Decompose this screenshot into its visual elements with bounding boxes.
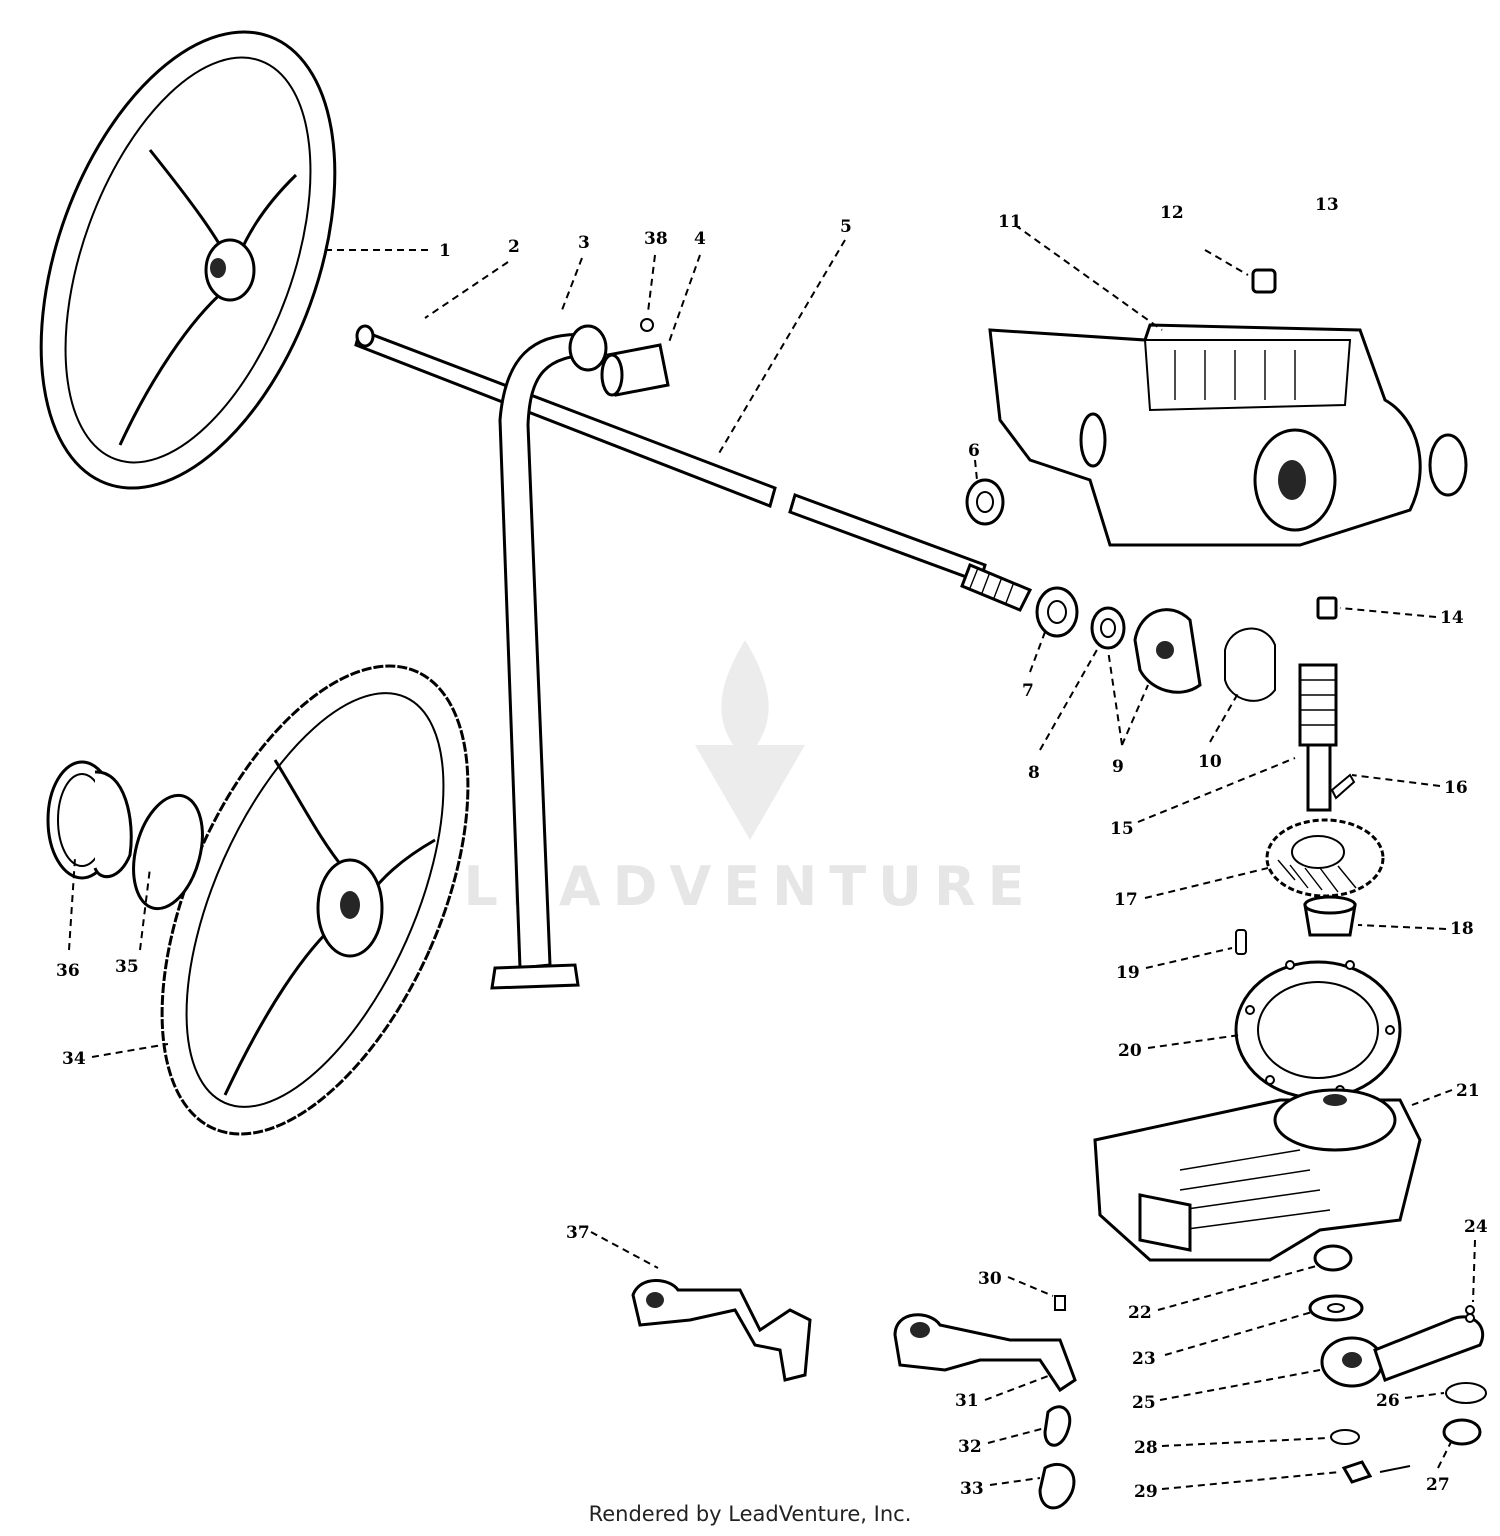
small-hardware-right (1330, 1382, 1487, 1484)
steering-wheel-upper (39, 30, 337, 490)
watermark-text: LEADVENTURE (464, 855, 1037, 918)
lower-housing (1093, 1088, 1422, 1262)
steering-shaft (354, 324, 1033, 612)
callout-32: 32 (958, 1437, 982, 1457)
washers-upper (965, 478, 1126, 650)
bearing-cover-and-gasket (1133, 608, 1276, 702)
sector-gear (1265, 818, 1385, 898)
callout-29: 29 (1134, 1482, 1158, 1502)
callout-19: 19 (1116, 963, 1140, 983)
sector-shaft (1298, 663, 1356, 812)
callout-38: 38 (644, 229, 668, 249)
callout-1: 1 (439, 241, 451, 261)
grease-fitting-30 (1054, 1295, 1066, 1311)
steering-column (490, 324, 608, 990)
callout-36: 36 (56, 961, 80, 981)
watermark: LEADVENTURE (464, 640, 1037, 918)
steering-arm-31 (893, 1313, 1077, 1393)
callout-labels: 1 2 3 38 4 5 11 12 13 6 14 7 8 9 10 16 1… (56, 195, 1488, 1502)
callout-5: 5 (840, 217, 852, 237)
column-bushing (600, 318, 670, 397)
callout-7: 7 (1022, 681, 1034, 701)
callout-13: 13 (1315, 195, 1339, 215)
callout-10: 10 (1198, 752, 1222, 772)
plates-32-33 (1038, 1405, 1076, 1510)
callout-27: 27 (1426, 1475, 1450, 1495)
callout-12: 12 (1160, 203, 1184, 223)
callout-3: 3 (578, 233, 590, 253)
callout-4: 4 (694, 229, 706, 249)
callout-35: 35 (115, 957, 139, 977)
callout-17: 17 (1114, 890, 1138, 910)
washers-lower (1308, 1244, 1364, 1322)
fill-plug (1251, 268, 1277, 294)
callout-26: 26 (1376, 1391, 1400, 1411)
callout-11: 11 (998, 212, 1022, 232)
callout-25: 25 (1132, 1393, 1156, 1413)
key-14 (1316, 596, 1338, 620)
callout-20: 20 (1118, 1041, 1142, 1061)
callout-16: 16 (1444, 778, 1468, 798)
callout-21: 21 (1456, 1081, 1480, 1101)
callout-33: 33 (960, 1479, 984, 1499)
callout-22: 22 (1128, 1303, 1152, 1323)
steering-wheel-lower (160, 664, 470, 1136)
callout-34: 34 (62, 1049, 86, 1069)
footer-credit: Rendered by LeadVenture, Inc. (588, 1502, 912, 1526)
callout-9: 9 (1112, 757, 1124, 777)
center-cap-36 (46, 760, 133, 880)
fitting-24 (1465, 1305, 1475, 1315)
callout-30: 30 (978, 1269, 1002, 1289)
callout-6: 6 (968, 441, 980, 461)
steering-arm-37 (631, 1279, 812, 1382)
bushing-18 (1303, 895, 1357, 937)
callout-28: 28 (1134, 1438, 1158, 1458)
retainer-ring-35 (132, 793, 204, 911)
callout-8: 8 (1028, 763, 1040, 783)
pin-19 (1235, 929, 1247, 955)
callout-23: 23 (1132, 1349, 1156, 1369)
callout-31: 31 (955, 1391, 979, 1411)
pitman-arm (1320, 1313, 1485, 1388)
steering-gear-housing (988, 323, 1468, 547)
callout-15: 15 (1110, 819, 1134, 839)
callout-14: 14 (1440, 608, 1464, 628)
callout-37: 37 (566, 1223, 590, 1243)
callout-24: 24 (1464, 1217, 1488, 1237)
leader-lines (68, 224, 1476, 1490)
callout-2: 2 (508, 237, 520, 257)
gasket-20 (1234, 960, 1402, 1100)
callout-18: 18 (1450, 919, 1474, 939)
